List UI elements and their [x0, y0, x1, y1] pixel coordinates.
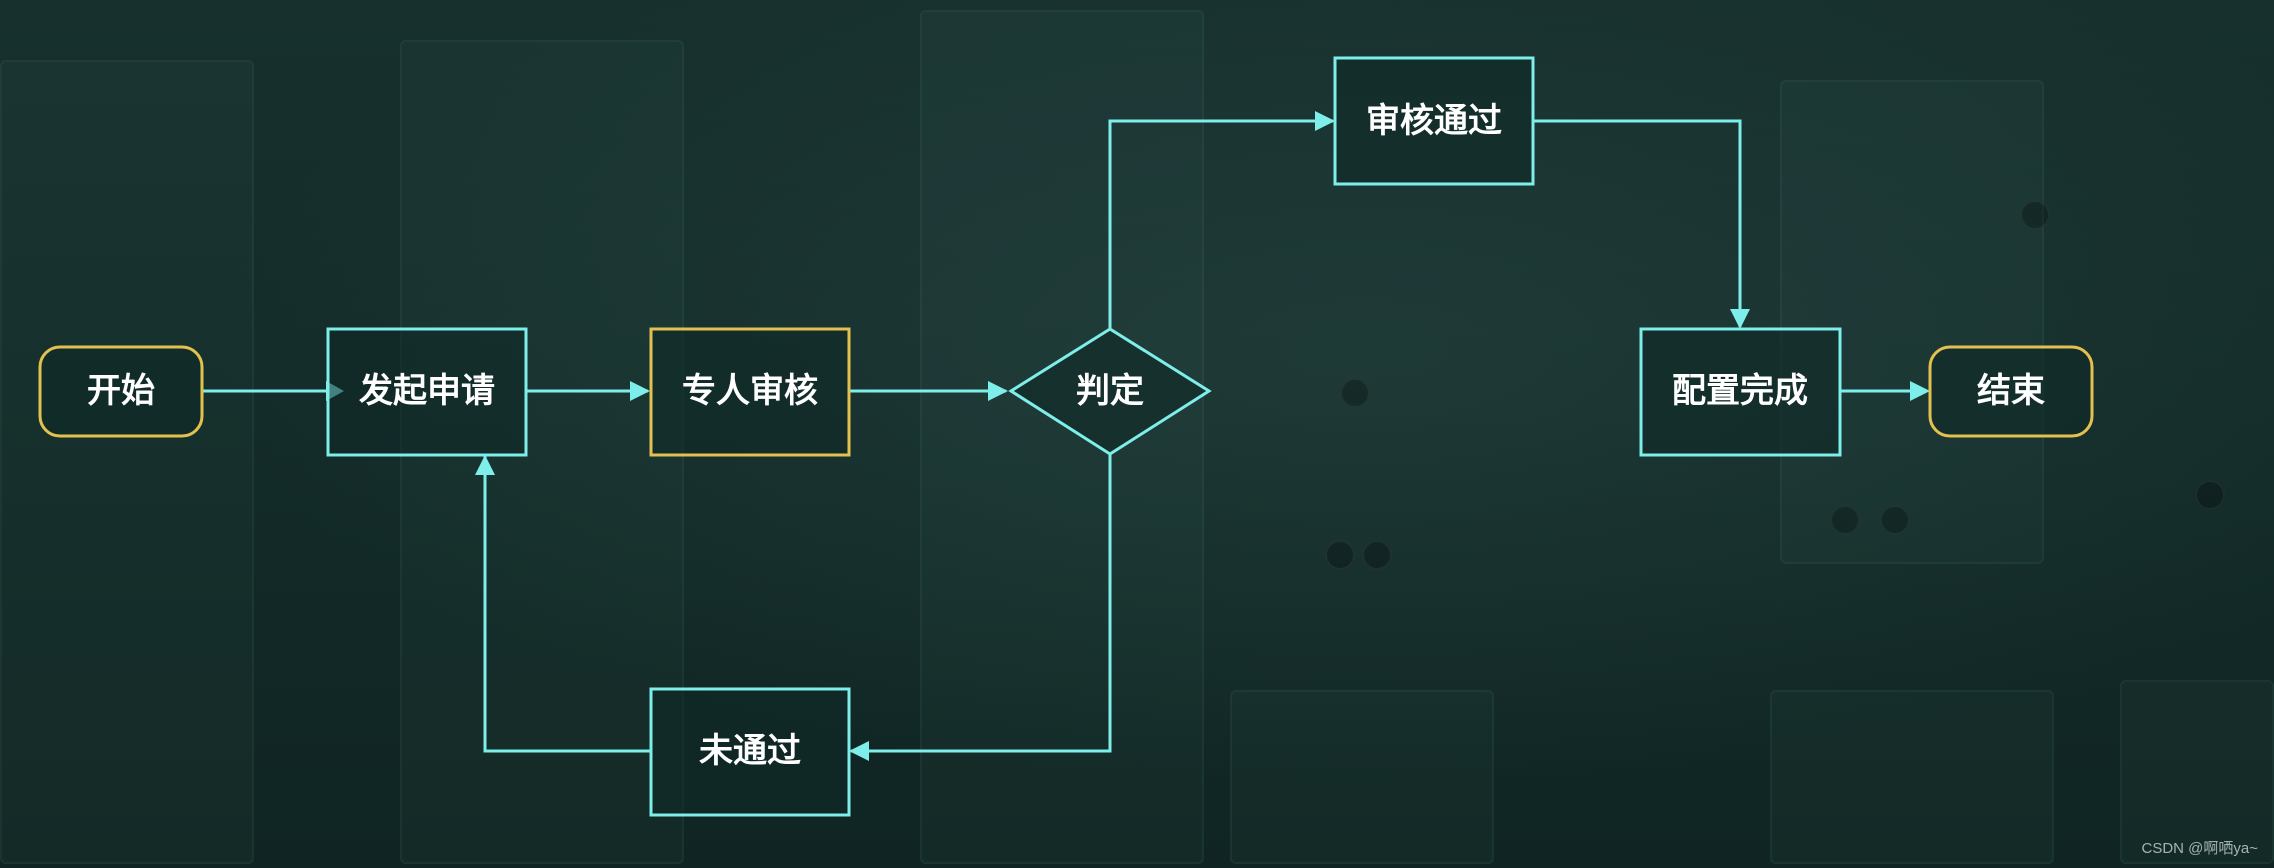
background-knob: [2195, 480, 2225, 510]
background-knob: [1340, 378, 1370, 408]
configured-node: 配置完成: [1639, 327, 1842, 457]
background-panel: [920, 10, 1204, 864]
edge-rejected-to-submit: [483, 456, 651, 753]
review-node: 专人审核: [649, 327, 851, 457]
background-knob: [1830, 505, 1860, 535]
submit-node: 发起申请: [326, 327, 528, 457]
arrowhead: [630, 381, 650, 401]
approved-label: 审核通过: [1366, 101, 1502, 141]
background-knob: [2020, 200, 2050, 230]
start-label: 开始: [87, 371, 155, 411]
arrowhead: [1910, 381, 1930, 401]
arrowhead: [849, 741, 869, 761]
decision-label: 判定: [1076, 371, 1144, 411]
start-node: 开始: [38, 345, 204, 438]
background-knob: [1880, 505, 1910, 535]
rejected-node: 未通过: [649, 687, 851, 817]
submit-label: 发起申请: [359, 371, 495, 411]
arrowhead: [1730, 309, 1750, 329]
edge-decision-to-approved: [1108, 119, 1333, 328]
background-knob: [1362, 540, 1392, 570]
end-label: 结束: [1977, 371, 2045, 411]
rejected-label: 未通过: [699, 731, 801, 771]
background-panel: [0, 60, 254, 864]
background-panel: [1780, 80, 2044, 564]
configured-label: 配置完成: [1672, 371, 1808, 411]
background-knob: [1325, 540, 1355, 570]
end-node: 结束: [1928, 345, 2094, 438]
approved-node: 审核通过: [1333, 56, 1535, 186]
decision-node: 判定: [1008, 327, 1212, 456]
background-panel: [2120, 680, 2274, 864]
review-label: 专人审核: [682, 371, 818, 411]
arrowhead: [988, 381, 1008, 401]
edge-approved-to-configured: [1533, 119, 1742, 327]
watermark: CSDN @啊哂ya~: [2141, 840, 2259, 857]
background-panel: [1770, 690, 2054, 864]
background-panel: [1230, 690, 1494, 864]
arrowhead: [1315, 111, 1335, 131]
edge-decision-to-rejected: [851, 454, 1112, 753]
arrowhead: [475, 455, 495, 475]
